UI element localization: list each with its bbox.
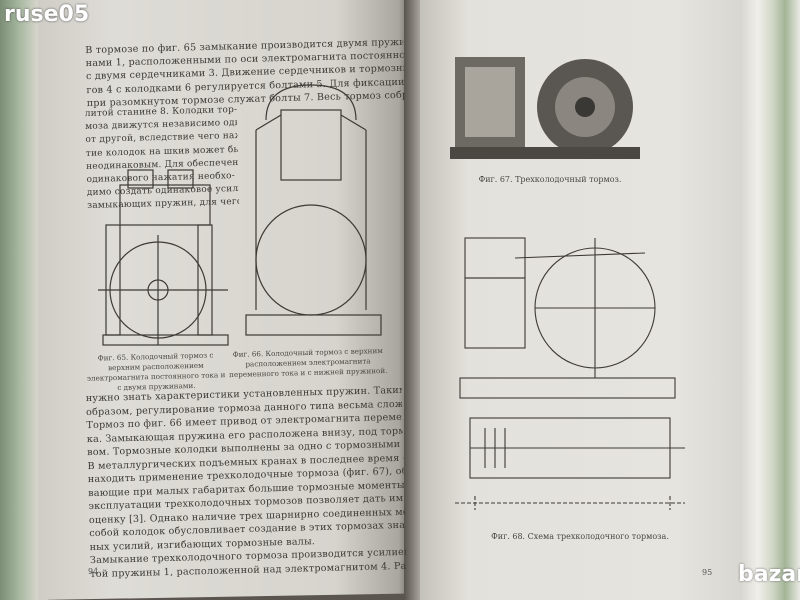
book-spine xyxy=(404,0,424,600)
figure-68-drawing xyxy=(455,237,685,510)
figure-65-caption: Фиг. 65. Колодочный тормоз с верхним рас… xyxy=(86,350,226,393)
watermark: ruse05 xyxy=(4,2,90,27)
figure-67-photo xyxy=(450,57,640,159)
figure-65-drawing xyxy=(98,169,229,346)
left-page-number: 94 xyxy=(88,567,99,576)
figure-66-caption: Фиг. 66. Колодочный тормоз с верхним рас… xyxy=(229,346,388,380)
figure-68-caption: Фиг. 68. Схема трехколодочного тормоза. xyxy=(491,532,669,541)
right-page-number: 95 xyxy=(702,568,713,577)
figure-67-caption: Фиг. 67. Трехколодочный тормоз. xyxy=(478,175,622,184)
left-body-paragraph: нужно знать характеристики установленных… xyxy=(86,384,407,581)
figure-66-drawing xyxy=(245,84,382,336)
bazar-logo: bazar xyxy=(738,562,800,587)
page-stack-edge xyxy=(740,0,800,600)
